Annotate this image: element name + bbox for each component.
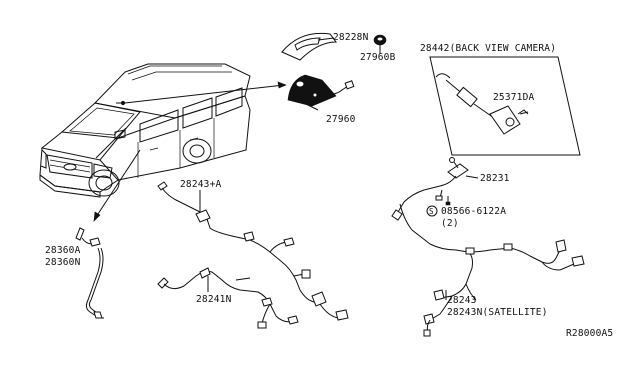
main-cable-harness [399, 203, 585, 337]
cable-main-label: 28243 [447, 295, 477, 306]
antenna-lead-b-label: 28360N [45, 257, 81, 268]
vehicle-illustration [39, 63, 251, 198]
antenna-cover-label: 28228N [333, 32, 369, 43]
bolt-qty-label: (2) [441, 218, 459, 229]
antenna-lead [75, 227, 104, 319]
front-antenna-cable [157, 181, 349, 321]
bolt-symbol: S [429, 207, 434, 216]
front-antenna-sub-cable [157, 267, 299, 329]
bolt-callout: S [426, 196, 451, 217]
rear-camera-cable [391, 157, 479, 221]
bolt-spec-label: 08566-6122A [441, 206, 506, 217]
camera-bracket-label: 25371DA [493, 92, 535, 103]
cable-satellite-label: 28243N(SATELLITE) [447, 307, 548, 318]
vehicle-leader-arrows [93, 81, 287, 222]
camera-label: 28442(BACK VIEW CAMERA) [420, 43, 556, 54]
cable-rear-label: 28231 [480, 173, 510, 184]
camera-box [429, 56, 581, 156]
diagram-code: R28000A5 [566, 328, 613, 339]
antenna-grommet [373, 34, 387, 54]
cable-front-b-label: 28241N [196, 294, 232, 305]
antenna-base-label: 27960 [326, 114, 356, 125]
cable-front-a-label: 28243+A [180, 179, 222, 190]
antenna-lead-a-label: 28360A [45, 245, 81, 256]
roof-antenna-cover [281, 32, 337, 61]
roof-antenna-base [287, 74, 355, 111]
grommet-label: 27960B [360, 52, 396, 63]
